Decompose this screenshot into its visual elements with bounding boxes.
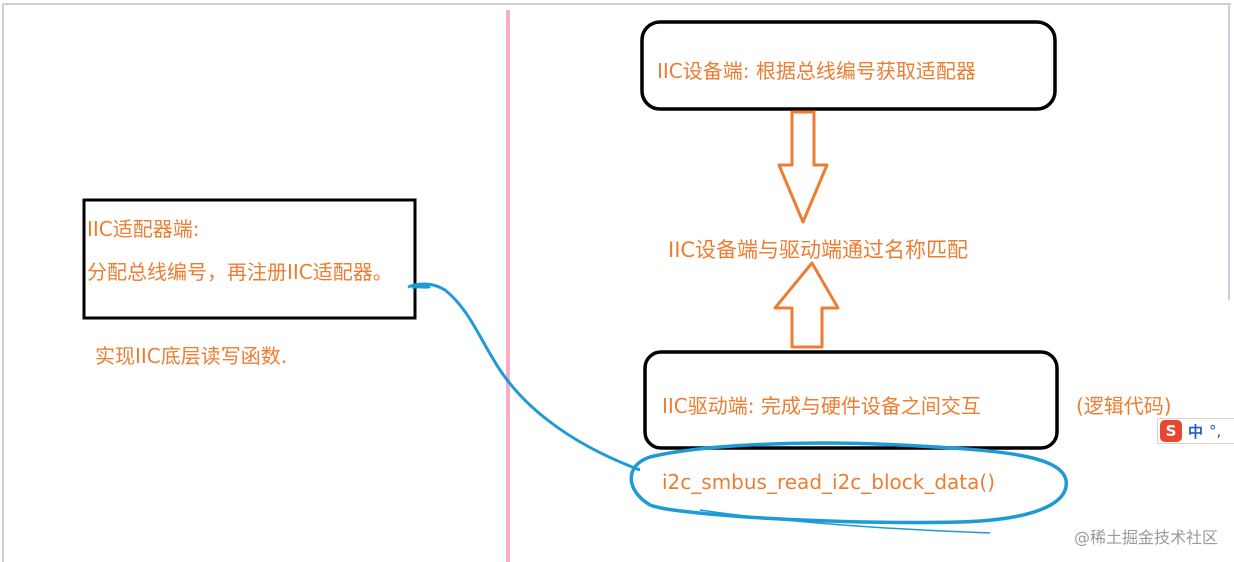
function-ellipse-tail	[699, 509, 991, 534]
down-arrow	[777, 110, 829, 224]
function-ellipse	[629, 441, 1068, 525]
device-box-label: IIC设备端: 根据总线编号获取适配器	[657, 59, 976, 83]
connector-hook	[411, 284, 431, 289]
driver-box-label: IIC驱动端: 完成与硬件设备之间交互	[662, 394, 981, 418]
adapter-description: 分配总线编号，再注册IIC适配器。	[87, 260, 393, 284]
page-border	[2, 3, 1231, 562]
ime-logo-icon[interactable]: S	[1160, 420, 1182, 442]
ime-punctuation-toggle[interactable]: °,	[1209, 422, 1222, 440]
watermark: @稀土掘金技术社区	[1073, 528, 1218, 547]
driver-box	[643, 350, 1059, 450]
adapter-box	[82, 198, 417, 320]
ime-mode-toggle[interactable]: 中	[1188, 422, 1204, 441]
function-name-label: i2c_smbus_read_i2c_block_data()	[662, 470, 996, 494]
device-box	[640, 20, 1057, 111]
ime-toolbar[interactable]: S 中 °,	[1157, 418, 1234, 444]
adapter-title: IIC适配器端:	[87, 217, 200, 241]
match-label: IIC设备端与驱动端通过名称匹配	[668, 238, 969, 262]
up-arrow	[773, 261, 840, 349]
connector-line	[407, 282, 641, 472]
adapter-note: 实现IIC底层读写函数.	[95, 344, 288, 368]
logic-code-label: (逻辑代码)	[1076, 394, 1172, 418]
